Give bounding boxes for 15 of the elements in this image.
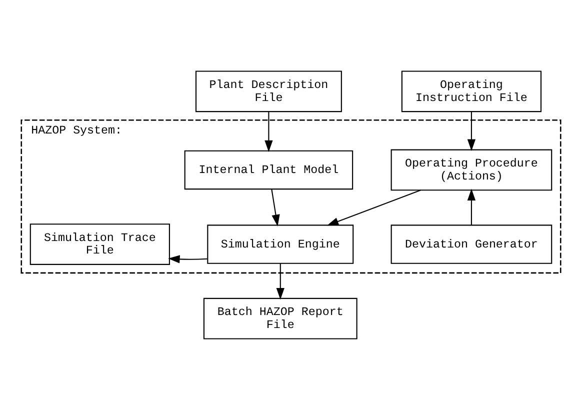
node-box: Operating Procedure (Actions) <box>390 148 552 190</box>
arrow <box>276 263 284 300</box>
node-box: Simulation Trace File <box>30 223 170 264</box>
node-box: Internal Plant Model <box>184 150 354 190</box>
node-box: Batch HAZOP Report File <box>203 297 358 339</box>
arrow <box>271 188 280 226</box>
arrow <box>467 188 476 224</box>
node-box: Simulation Engine <box>207 224 354 264</box>
arrow <box>467 111 476 150</box>
arrow <box>264 111 273 152</box>
node-box: Operating Instruction File <box>401 70 542 112</box>
arrow <box>326 189 421 226</box>
node-box: Deviation Generator <box>390 224 552 264</box>
arrow <box>168 254 208 263</box>
node-box: Plant Description File <box>195 70 342 112</box>
